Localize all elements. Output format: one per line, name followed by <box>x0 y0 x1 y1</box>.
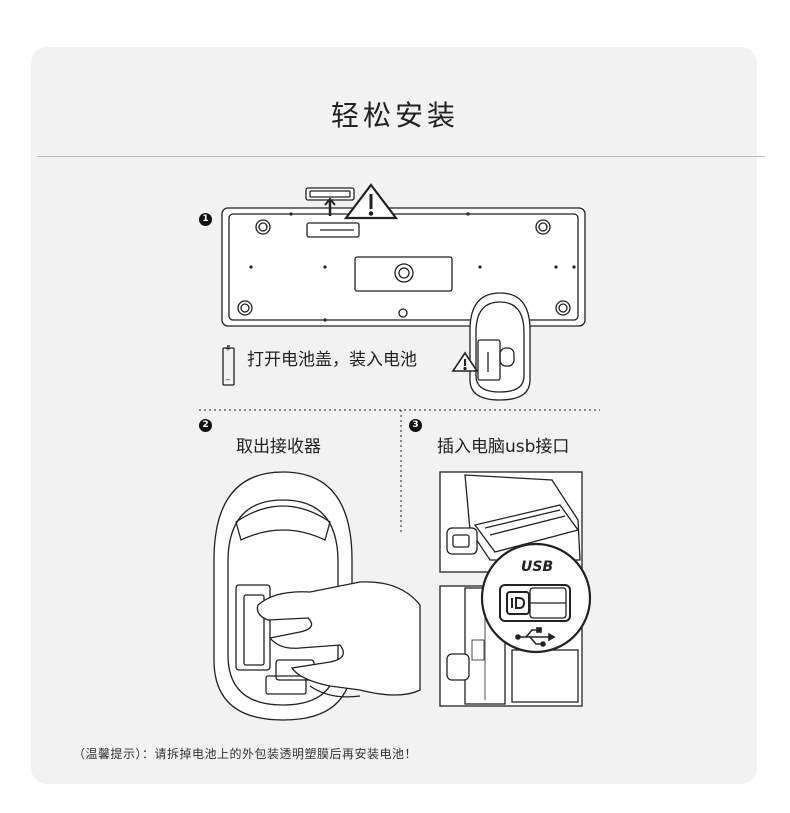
mouse-battery-illustration <box>469 292 531 401</box>
tip-text: （温馨提示）：请拆掉电池上的外包装透明塑膜后再安装电池！ <box>73 747 418 761</box>
battery-plus-mark: + <box>225 345 231 353</box>
page-title: 轻松安装 <box>330 99 459 132</box>
step-2-text: 取出接收器 <box>236 437 321 457</box>
step-3-text: 插入电脑usb接口 <box>437 437 570 457</box>
mouse-receiver-illustration <box>213 471 421 721</box>
warning-icon-small <box>451 351 479 372</box>
receiver-icon <box>511 597 526 609</box>
step-1-badge: 1 <box>199 213 212 226</box>
usb-label: USB <box>521 559 554 575</box>
laptop-usb-illustration <box>439 471 592 707</box>
battery-icon <box>222 345 235 386</box>
step-2-badge: 2 <box>199 419 212 432</box>
warning-icon <box>343 183 399 220</box>
step-3-badge: 3 <box>409 419 422 432</box>
battery-minus-mark: − <box>225 376 231 384</box>
usb-symbol-icon <box>515 627 556 647</box>
keyboard-illustration <box>221 187 586 327</box>
title-divider <box>37 156 765 157</box>
step-1-text: 打开电池盖，装入电池 <box>247 350 417 370</box>
